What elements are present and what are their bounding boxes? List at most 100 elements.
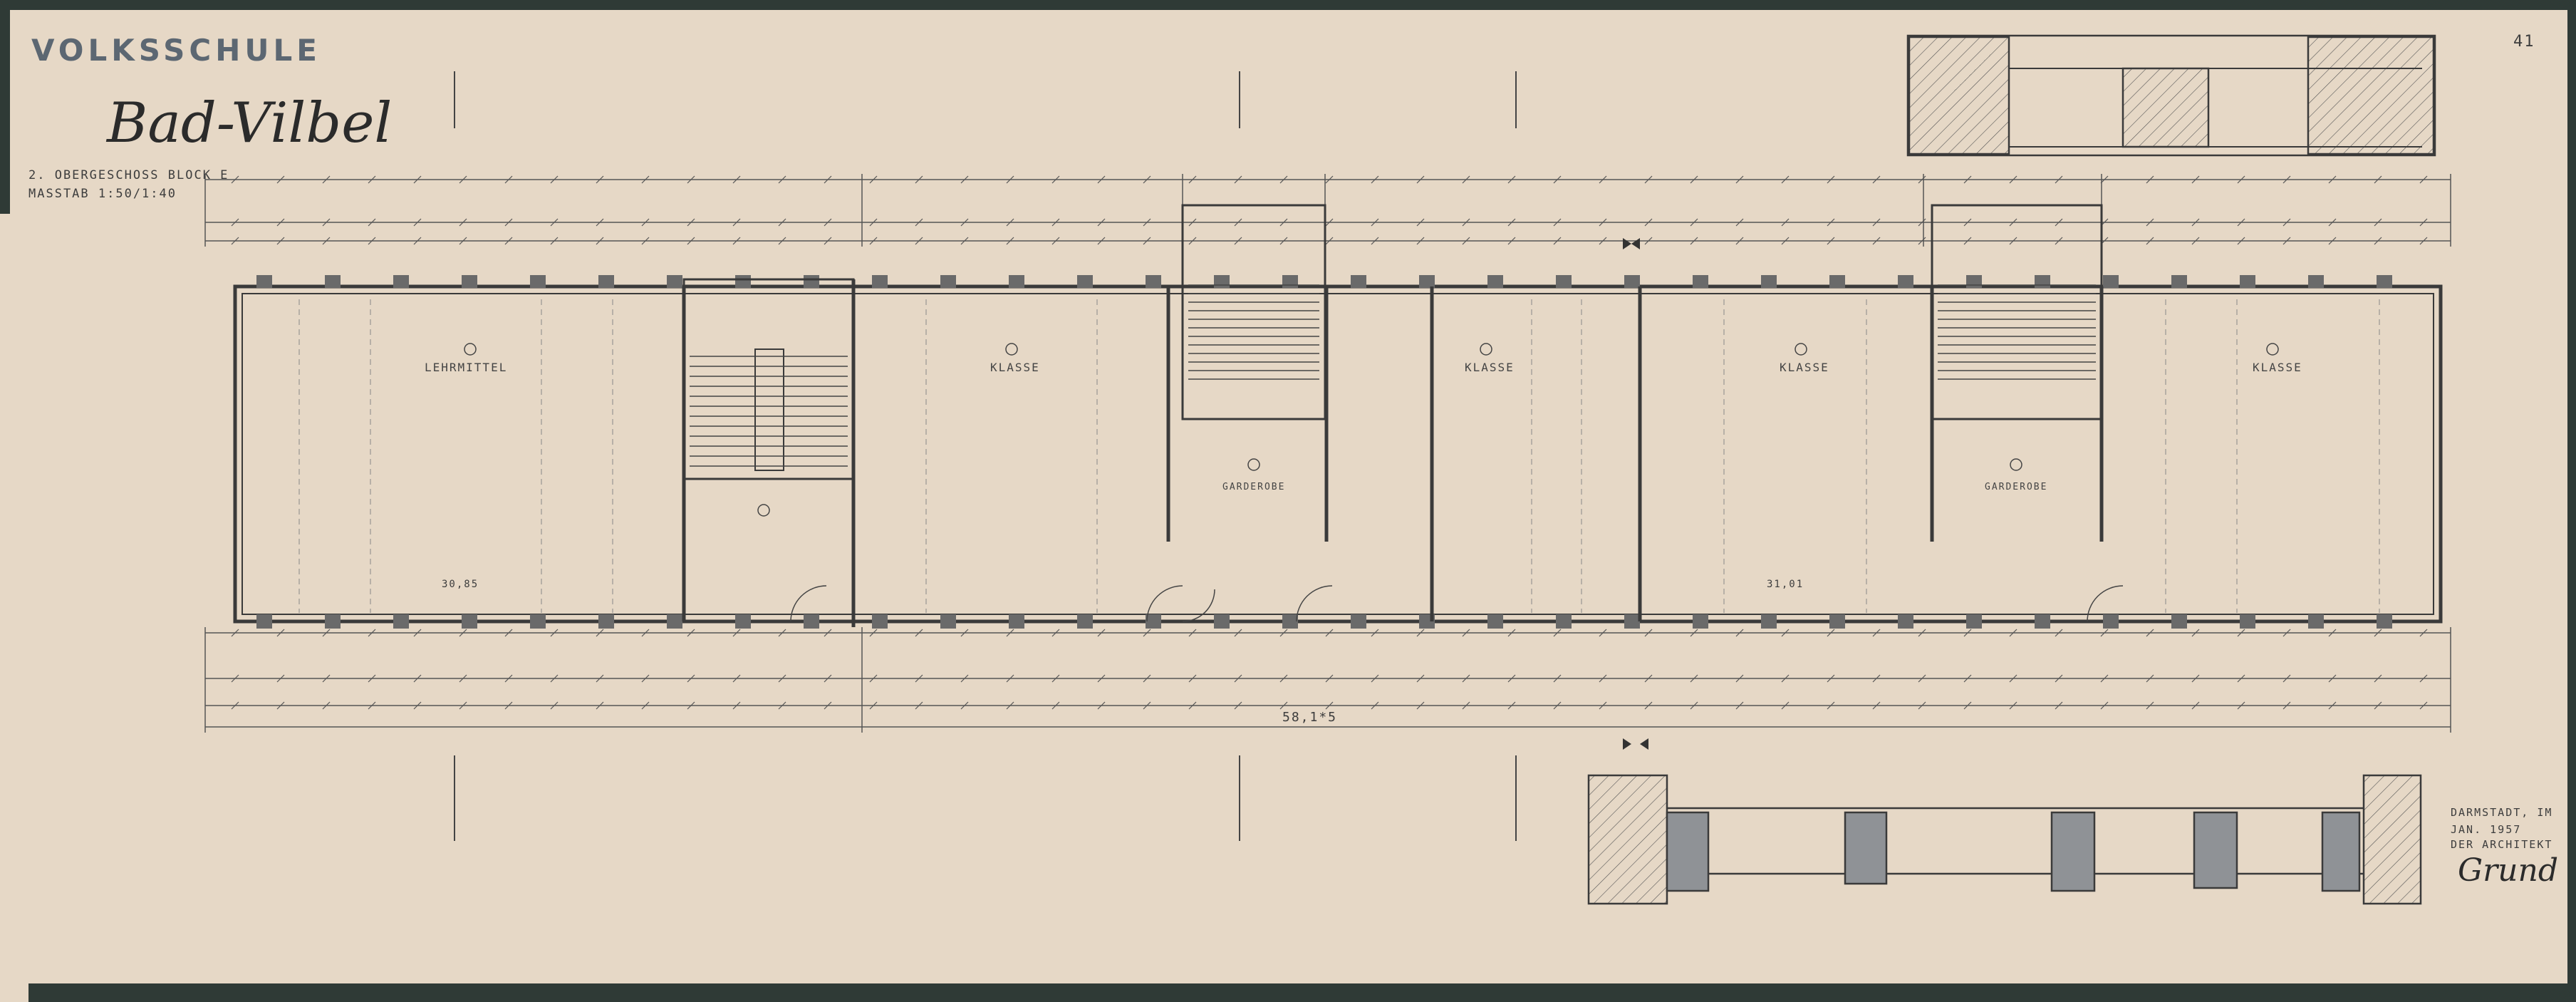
dimension-tick (2374, 701, 2382, 710)
dimension-tick (368, 629, 376, 637)
dimension-tick (2419, 175, 2428, 184)
dimension-tick (1781, 237, 1790, 245)
dimension-tick (2374, 674, 2382, 683)
dimension-tick (1371, 218, 1379, 227)
dimension-tick (2282, 218, 2291, 227)
dimension-tick (2419, 629, 2428, 637)
window-pier (2240, 614, 2255, 629)
dimension-tick (1963, 175, 1972, 184)
dimension-tick (550, 701, 559, 710)
window-pier (1009, 614, 1024, 629)
dimension-tick (1690, 629, 1698, 637)
dimension-right-block: 31,01 (1767, 579, 1804, 590)
dimension-tick (550, 175, 559, 184)
dimension-tick (322, 629, 331, 637)
dimension-tick (1644, 237, 1653, 245)
window-pier (1009, 275, 1024, 288)
section-markers (454, 71, 1517, 841)
dimension-tick (778, 674, 786, 683)
dimension-tick (1234, 237, 1242, 245)
dimension-tick (960, 175, 969, 184)
dimension-tick (778, 218, 786, 227)
dimension-tick (1416, 674, 1425, 683)
dimension-tick (1325, 674, 1334, 683)
dimension-tick (1507, 218, 1516, 227)
dimension-tick (1371, 175, 1379, 184)
dimension-tick (1872, 237, 1881, 245)
dimension-tick (413, 218, 422, 227)
dimension-tick (1872, 674, 1881, 683)
dimension-tick (732, 237, 741, 245)
dimension-tick (2191, 218, 2200, 227)
dimension-tick (1143, 701, 1151, 710)
dimension-tick (687, 629, 695, 637)
window-pier (667, 275, 682, 288)
dimension-tick (1872, 701, 1881, 710)
dimension-tick (276, 701, 285, 710)
dimension-tick (1325, 629, 1334, 637)
dimension-ticks (231, 175, 2428, 710)
window-pier (393, 614, 409, 629)
dimension-tick (641, 218, 650, 227)
dimension-tick (869, 218, 878, 227)
dimension-tick (1143, 175, 1151, 184)
window-pier (1761, 275, 1777, 288)
dimension-tick (1735, 629, 1744, 637)
dimension-tick (504, 218, 513, 227)
dimension-tick (1918, 175, 1926, 184)
dimension-tick (276, 629, 285, 637)
dimension-tick (1827, 237, 1835, 245)
architect-signature: Grund (2458, 852, 2559, 889)
floor-note: 2. OBERGESCHOSS BLOCK E (28, 168, 229, 182)
corridor-label-garderobe-1: GARDEROBE (1222, 482, 1286, 492)
dimension-tick (915, 237, 923, 245)
dimension-tick (459, 237, 467, 245)
dimension-tick (824, 218, 832, 227)
frame-top-edge (0, 0, 2576, 10)
dimension-tick (2191, 175, 2200, 184)
dimension-tick (1918, 629, 1926, 637)
dimension-tick (1781, 674, 1790, 683)
interior-walls (682, 279, 2104, 627)
dimension-tick (1097, 237, 1106, 245)
dimension-tick (1188, 218, 1197, 227)
dimension-tick (641, 674, 650, 683)
dimension-tick (1781, 629, 1790, 637)
window-pier (1829, 614, 1845, 629)
dimension-tick (2146, 701, 2154, 710)
window-pier (1282, 275, 1298, 288)
dimension-left-block: 30,85 (442, 579, 479, 590)
dimension-tick (869, 629, 878, 637)
dimension-tick (1599, 237, 1607, 245)
dimension-tick (1371, 701, 1379, 710)
dimension-tick (2009, 701, 2017, 710)
dimension-tick (687, 175, 695, 184)
dimension-tick (1234, 701, 1242, 710)
dimension-tick (1644, 175, 1653, 184)
dimension-tick (368, 674, 376, 683)
dimension-tick (413, 629, 422, 637)
dimension-tick (2374, 218, 2382, 227)
dimension-tick (869, 175, 878, 184)
dimension-tick (322, 237, 331, 245)
dimension-tick (413, 175, 422, 184)
dimension-tick (550, 629, 559, 637)
dimension-tick (1006, 701, 1014, 710)
window-piers (256, 275, 2392, 629)
dimension-tick (2282, 674, 2291, 683)
stair-tower-left (682, 278, 855, 480)
dimension-tick (1097, 629, 1106, 637)
dimension-tick (2282, 701, 2291, 710)
dimension-tick (1097, 218, 1106, 227)
detail-bottom-right (1587, 774, 2422, 905)
dimension-tick (2100, 629, 2109, 637)
dimension-tick (2146, 175, 2154, 184)
dimension-tick (368, 237, 376, 245)
dimension-tick (2419, 237, 2428, 245)
window-pier (1282, 614, 1298, 629)
dimension-tick (915, 629, 923, 637)
dimension-tick (2419, 701, 2428, 710)
window-pier (598, 275, 614, 288)
